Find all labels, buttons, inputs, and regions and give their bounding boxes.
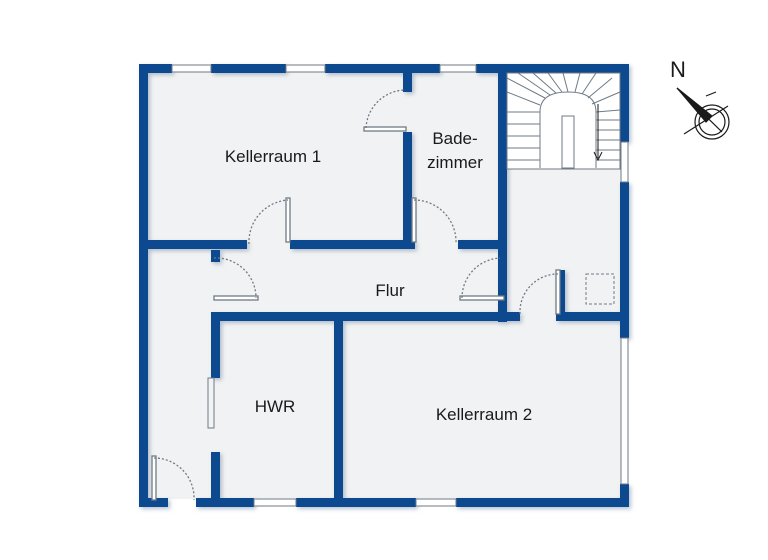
- north-arrow-icon: N: [670, 57, 730, 140]
- north-label: N: [670, 57, 686, 82]
- window-right-1: [620, 141, 629, 183]
- window-right-2: [620, 337, 629, 485]
- staircase: [506, 72, 621, 305]
- window-top-3: [439, 64, 477, 73]
- door-bathroom: [411, 197, 457, 245]
- shaft-marker: [585, 273, 615, 305]
- room-label-hwr: HWR: [255, 397, 296, 416]
- door-corridor-stairs: [459, 257, 505, 301]
- door-kellerraum1: [248, 197, 291, 245]
- doors: [151, 89, 561, 501]
- door-exterior: [151, 455, 195, 501]
- windows: [171, 64, 629, 507]
- room-label-badezimmer-1: Bade-: [432, 129, 477, 148]
- window-top-2: [285, 64, 326, 73]
- room-label-kellerraum1: Kellerraum 1: [225, 147, 321, 166]
- room-label-badezimmer-2: zimmer: [427, 153, 483, 172]
- window-hwr-left: [207, 377, 215, 429]
- window-bottom-1: [253, 498, 297, 507]
- window-top-1: [171, 64, 212, 73]
- door-kellerraum2: [519, 269, 561, 315]
- window-bottom-2: [415, 498, 457, 507]
- door-bad-k1: [363, 89, 407, 132]
- room-label-kellerraum2: Kellerraum 2: [436, 405, 532, 424]
- door-corridor-left: [213, 257, 259, 301]
- room-labels: Kellerraum 1 Bade- zimmer Flur HWR Kelle…: [225, 129, 532, 424]
- room-label-flur: Flur: [375, 281, 405, 300]
